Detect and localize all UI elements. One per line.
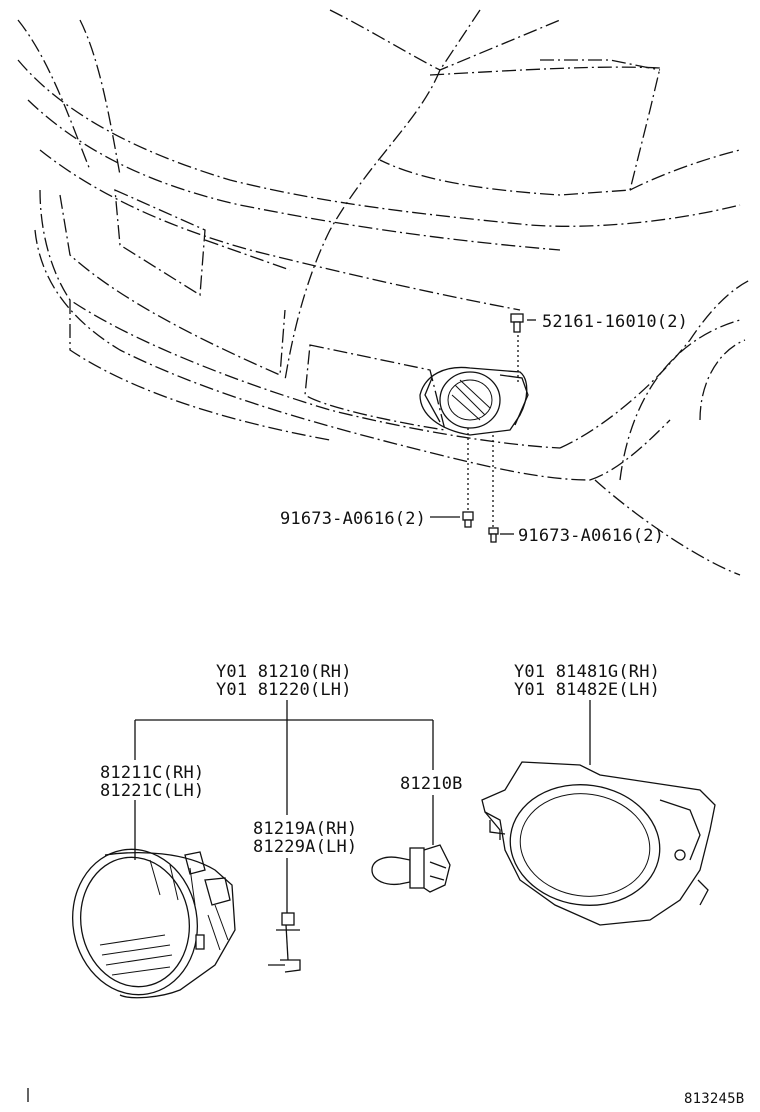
part-label-81229a-lh: 81229A(LH) bbox=[253, 837, 357, 857]
bolt-left-callout bbox=[430, 428, 474, 528]
bolt-top-callout bbox=[510, 313, 536, 385]
part-label-81481g-rh: Y01 81481G(RH) bbox=[514, 662, 660, 682]
bolt-right-callout bbox=[488, 435, 514, 543]
part-label-81219a-rh: 81219A(RH) bbox=[253, 819, 357, 839]
part-label-81210-rh: Y01 81210(RH) bbox=[216, 662, 352, 682]
diagram-id: 813245B bbox=[684, 1091, 744, 1107]
part-label-81482e-lh: Y01 81482E(LH) bbox=[514, 680, 660, 700]
part-label-81210b: 81210B bbox=[400, 774, 463, 794]
bulb-illustration bbox=[371, 844, 451, 893]
part-label-81220-lh: Y01 81220(LH) bbox=[216, 680, 352, 700]
bolt-icon bbox=[510, 313, 524, 333]
part-label-91673-left: 91673-A0616(2) bbox=[280, 509, 426, 529]
part-label-91673-right: 91673-A0616(2) bbox=[518, 526, 664, 546]
socket-harness-illustration bbox=[268, 912, 301, 973]
part-label-52161: 52161-16010(2) bbox=[542, 312, 688, 332]
fog-lamp-cover-illustration bbox=[481, 761, 716, 926]
fog-lamp-installed-illustration bbox=[419, 366, 529, 436]
fog-lamp-unit-illustration bbox=[71, 848, 236, 999]
bolt-icon bbox=[462, 511, 474, 528]
part-label-81211c-rh: 81211C(RH) bbox=[100, 763, 204, 783]
bolt-icon bbox=[488, 527, 499, 543]
part-label-81221c-lh: 81221C(LH) bbox=[100, 781, 204, 801]
vehicle-front-illustration bbox=[17, 9, 751, 576]
assembly-bracket bbox=[134, 700, 434, 815]
